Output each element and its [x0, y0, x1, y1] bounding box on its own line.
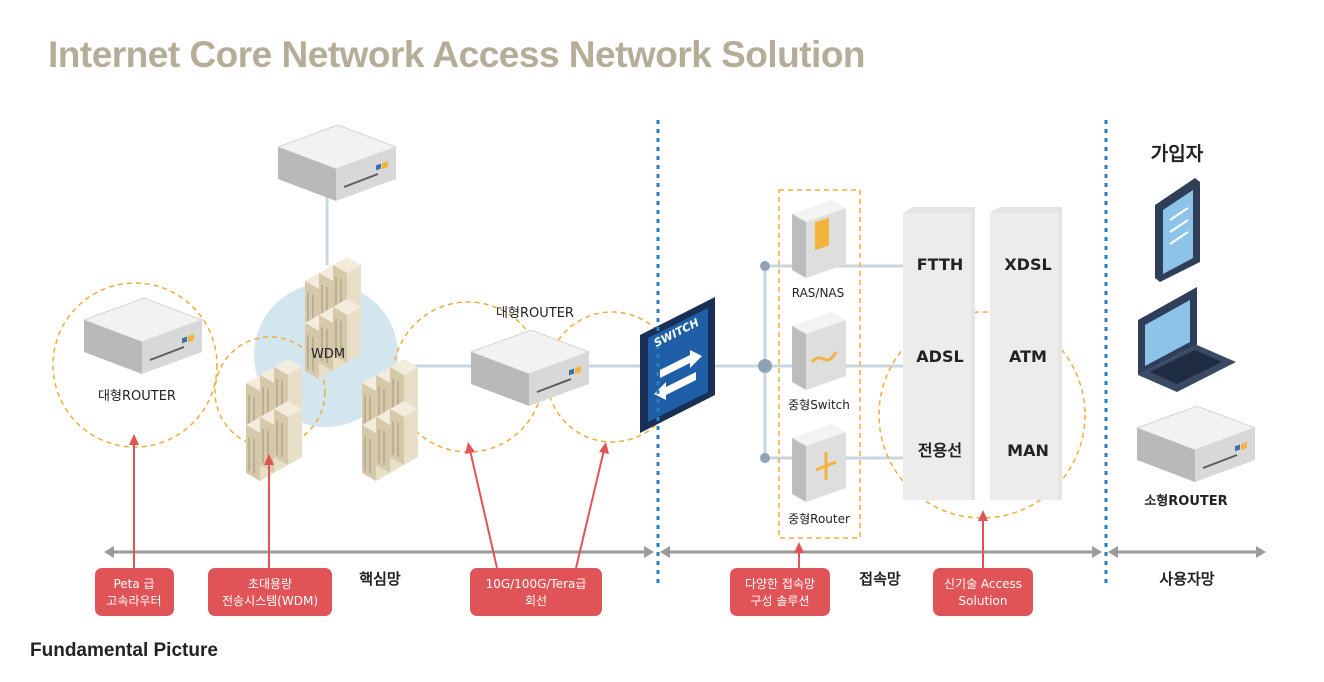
mid-switch-label: 중형Switch — [788, 398, 850, 412]
callout-3-line1: 10G/100G/Tera급 — [486, 577, 587, 591]
core-router-icon — [470, 329, 590, 407]
section-user-label: 사용자망 — [1159, 570, 1214, 588]
small-router-icon — [1136, 405, 1256, 483]
access-tech-ftth: FTTH — [917, 255, 964, 274]
access-tech-leased: 전용선 — [918, 441, 962, 460]
callout-box-1 — [95, 568, 174, 616]
laptop-icon — [1138, 287, 1236, 392]
callout-2-line1: 초대용량 — [248, 577, 292, 591]
bus-node-mid — [758, 359, 772, 373]
callout-arrows — [129, 434, 988, 569]
access-tech-circle — [878, 311, 1086, 519]
tablet-icon — [1155, 178, 1200, 282]
page-title: Internet Core Network Access Network Sol… — [48, 34, 866, 75]
access-tech-atm: ATM — [1009, 347, 1047, 366]
access-panel-col2 — [990, 207, 1062, 500]
access-tech-man: MAN — [1007, 441, 1049, 460]
access-panel-col1 — [903, 207, 975, 500]
access-tech-xdsl: XDSL — [1004, 255, 1051, 274]
large-router-icon — [83, 297, 203, 375]
core-router-label: 대형ROUTER — [496, 306, 574, 321]
wdm-circle — [214, 336, 326, 448]
callout-4-line2: 구성 솔루션 — [750, 594, 809, 608]
access-tech-adsl: ADSL — [916, 347, 963, 366]
callout-box-2 — [208, 568, 332, 616]
bus-node-bottom — [760, 453, 770, 463]
callout-box-3 — [470, 568, 602, 616]
mid-router-icon — [792, 424, 846, 502]
callout-1-line2: 고속라우터 — [106, 594, 161, 608]
footer-caption: Fundamental Picture — [30, 640, 218, 661]
top-wdm-terminal — [277, 124, 397, 202]
section-core-label: 핵심망 — [359, 570, 401, 588]
callout-5-line1: 신기술 Access — [944, 577, 1022, 591]
section-arrows — [104, 546, 1266, 558]
subscriber-label: 가입자 — [1151, 143, 1204, 165]
callout-4-line1: 다양한 접속망 — [745, 577, 815, 591]
bus-node-top — [760, 261, 770, 271]
access-device-group — [778, 189, 861, 539]
wdm-label: WDM — [311, 347, 345, 362]
callout-box-4 — [730, 568, 830, 616]
wdm-rack-left — [246, 359, 302, 481]
ras-nas-icon — [792, 200, 846, 278]
callout-3-line2: 회선 — [525, 594, 547, 608]
mid-router-label: 중형Router — [788, 512, 850, 526]
callout-5-line2: Solution — [959, 594, 1008, 608]
callout-2-line2: 전송시스템(WDM) — [222, 594, 318, 608]
switch-icon — [640, 297, 715, 433]
ras-nas-label: RAS/NAS — [792, 286, 845, 300]
section-access-label: 접속망 — [859, 570, 901, 588]
large-router-label: 대형ROUTER — [98, 389, 176, 404]
mid-switch-icon — [792, 312, 846, 390]
callout-1-line1: Peta 급 — [113, 577, 154, 591]
callout-box-5 — [933, 568, 1033, 616]
small-router-label: 소형ROUTER — [1144, 493, 1227, 509]
